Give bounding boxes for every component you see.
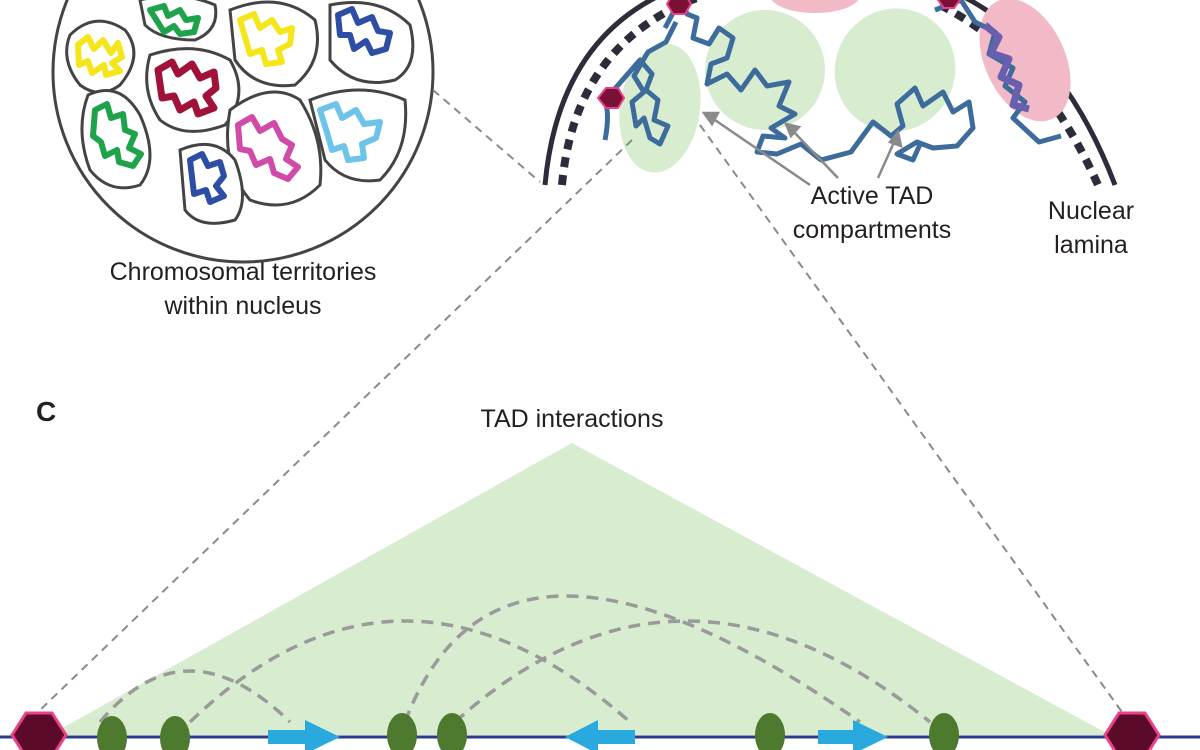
ctcf-site-3 [936, 0, 962, 9]
active-tad-label-line2: compartments [792, 216, 952, 244]
territories-label-line1: Chromosomal territories [109, 258, 377, 286]
regulatory-oval-5 [755, 713, 785, 750]
gene-arrow-right-2 [818, 720, 888, 750]
active-tad-label-line1: Active TAD [810, 182, 934, 210]
gene-arrows [268, 720, 888, 750]
territories-label-line2: within nucleus [164, 292, 322, 320]
active-compartment-3 [834, 8, 956, 132]
territory-lightblue [308, 88, 408, 183]
loop-3 [403, 594, 862, 724]
territory-lightblue-squiggle [317, 101, 383, 163]
regulatory-elements [97, 713, 959, 750]
loop-2 [188, 619, 632, 724]
lamina-domain-1 [979, 0, 1071, 122]
tad-interactions-label: TAD interactions [480, 405, 664, 433]
ctcf-boundary-right [1103, 711, 1161, 750]
gene-arrow-left [565, 720, 635, 750]
chromatin-fiber [602, 0, 1062, 163]
interaction-loops [98, 594, 932, 724]
panel-c-label: C [36, 396, 57, 427]
territory-green-top-squiggle [147, 3, 201, 37]
nuclear-lamina-label-line1: Nuclear [1047, 197, 1135, 225]
nuclear-lamina-label-line2: lamina [1054, 231, 1128, 259]
territory-blue-bottom [178, 142, 244, 225]
gene-arrow-right-1 [268, 720, 340, 750]
loop-1 [98, 669, 292, 724]
territory-yellow-top-squiggle [237, 11, 295, 67]
regulatory-oval-3 [387, 713, 417, 750]
regulatory-oval-1 [97, 716, 127, 750]
territory-blue-topright [328, 1, 415, 84]
ctcf-boundary-left [10, 711, 68, 750]
territory-yellow-squiggle [75, 34, 125, 78]
territory-magenta-squiggle [235, 114, 301, 182]
tad-interaction-triangle [50, 443, 1110, 735]
lamina-domain-2 [771, 0, 859, 13]
territory-blue-bottom-squiggle [187, 151, 227, 205]
nucleus-territories [51, 0, 435, 264]
regulatory-oval-4 [437, 713, 467, 750]
chromatin-fiber-lamina [982, 22, 1030, 113]
ctcf-site-2 [665, 0, 693, 15]
ctcf-site-1 [596, 87, 626, 109]
regulatory-oval-6 [929, 713, 959, 750]
regulatory-oval-2 [160, 716, 190, 750]
active-compartment-1 [619, 43, 701, 173]
active-tad-pointers [701, 111, 903, 187]
territory-yellow-top [228, 0, 319, 88]
territory-red-squiggle [154, 58, 220, 118]
territory-green-squiggle [90, 101, 144, 169]
loop-4 [453, 619, 932, 724]
nuclear-periphery [542, 0, 1118, 187]
zoom-guides [37, 89, 1123, 713]
territory-blue-topright-squiggle [335, 6, 393, 56]
nuclear-envelope [542, 0, 657, 186]
